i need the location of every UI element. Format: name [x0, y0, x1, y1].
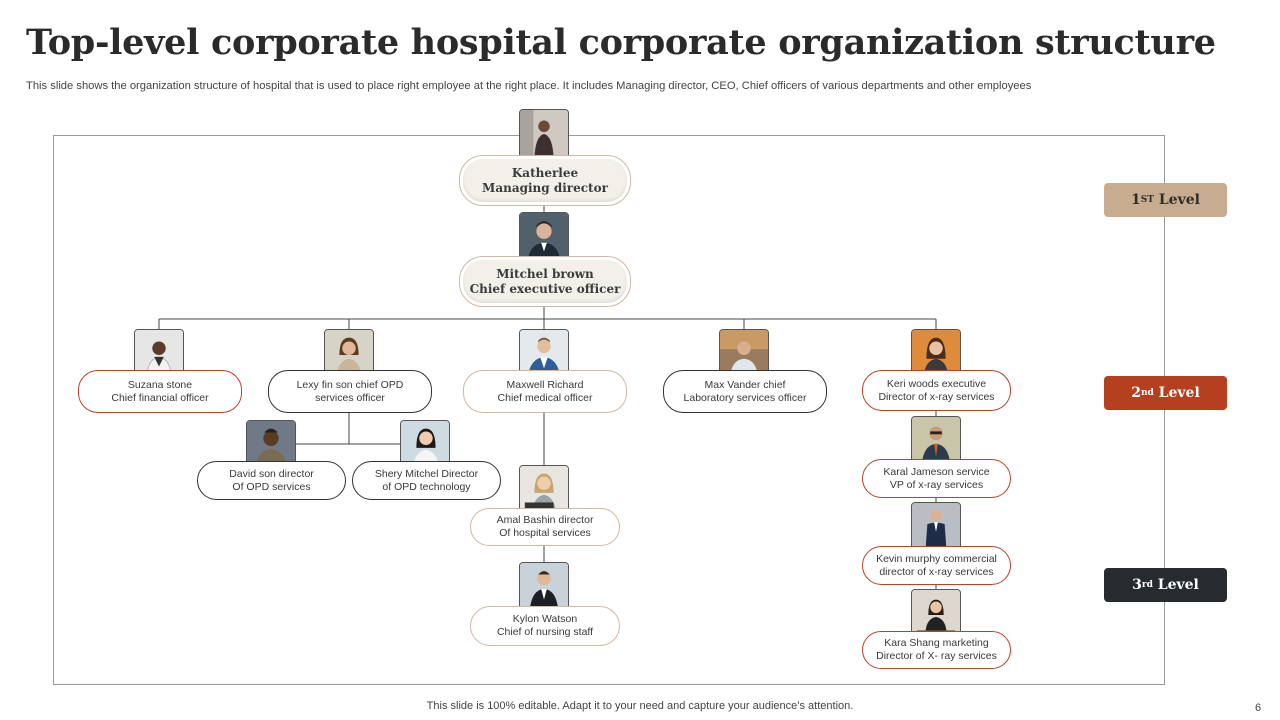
level-text: Level	[1153, 192, 1200, 208]
node-kara: Kara Shang marketing Director of X- ray …	[862, 631, 1011, 669]
node-name: Kevin murphy commercial	[876, 552, 997, 565]
footer-note: This slide is 100% editable. Adapt it to…	[426, 700, 854, 712]
avatar-kevin	[911, 502, 961, 552]
level-text: Level	[1152, 577, 1199, 593]
node-name: Shery Mitchel Director	[374, 467, 479, 480]
page-title: Top-level corporate hospital corporate o…	[26, 22, 1216, 63]
node-name: Lexy fin son chief OPD	[296, 378, 404, 391]
diagram-frame	[53, 135, 1165, 685]
node-kevin: Kevin murphy commercial director of x-ra…	[862, 546, 1011, 585]
node-name: Kara Shang marketing	[884, 637, 989, 649]
page-subtitle: This slide shows the organization struct…	[26, 80, 1032, 92]
node-cmo: Maxwell Richard Chief medical officer	[463, 370, 627, 413]
node-name: David son director	[229, 467, 314, 480]
node-name: Mitchel brown	[496, 266, 594, 281]
node-karal: Karal Jameson service VP of x-ray servic…	[862, 459, 1011, 498]
node-role: Of hospital services	[499, 527, 591, 539]
page-number: 6	[1255, 702, 1262, 714]
node-role: Director of x-ray services	[878, 390, 995, 403]
node-name: Max Vander chief	[704, 378, 786, 391]
node-amal: Amal Bashin director Of hospital service…	[470, 508, 620, 546]
node-opd-officer: Lexy fin son chief OPD services officer	[268, 370, 432, 413]
node-kylon: Kylon Watson Chief of nursing staff	[470, 606, 620, 646]
node-role: Laboratory services officer	[683, 391, 807, 404]
node-name: Karal Jameson service	[883, 465, 990, 478]
node-role: Chief executive officer	[469, 281, 621, 296]
avatar-ceo	[519, 212, 569, 262]
node-role: Of OPD services	[232, 480, 311, 493]
node-name: Suzana stone	[127, 378, 193, 391]
node-shery: Shery Mitchel Director of OPD technology	[352, 461, 501, 500]
node-david: David son director Of OPD services	[197, 461, 346, 500]
node-role: services officer	[315, 391, 385, 404]
node-name: Kylon Watson	[512, 613, 578, 625]
node-cfo: Suzana stone Chief financial officer	[78, 370, 242, 413]
avatar-managing-director	[519, 109, 569, 159]
avatar-kylon	[519, 562, 569, 612]
node-name: Katherlee	[511, 165, 579, 180]
node-name: Maxwell Richard	[506, 378, 584, 391]
level-number: 3	[1132, 577, 1142, 593]
node-role: Chief of nursing staff	[496, 626, 594, 638]
node-ceo: Mitchel brown Chief executive officer	[459, 256, 631, 307]
node-role: Managing director	[482, 180, 608, 195]
node-role: Director of X- ray services	[876, 650, 997, 662]
node-role: Chief financial officer	[111, 391, 209, 404]
level-suffix: rd	[1141, 580, 1153, 590]
level-suffix: nd	[1140, 388, 1154, 398]
node-role: VP of x-ray services	[889, 478, 984, 491]
node-lab-officer: Max Vander chief Laboratory services off…	[663, 370, 827, 413]
node-role: Chief medical officer	[497, 391, 593, 404]
node-name: Amal Bashin director	[496, 514, 594, 526]
avatar-amal	[519, 465, 569, 515]
node-role: of OPD technology	[382, 480, 471, 493]
node-managing-director: Katherlee Managing director	[459, 155, 631, 206]
level-number: 2	[1131, 385, 1141, 401]
node-xray-director: Keri woods executive Director of x-ray s…	[862, 370, 1011, 411]
level-suffix: ST	[1140, 195, 1154, 205]
level-number: 1	[1131, 192, 1141, 208]
node-role: director of x-ray services	[879, 565, 994, 578]
node-name: Keri woods executive	[886, 377, 987, 390]
level-text: Level	[1153, 385, 1200, 401]
